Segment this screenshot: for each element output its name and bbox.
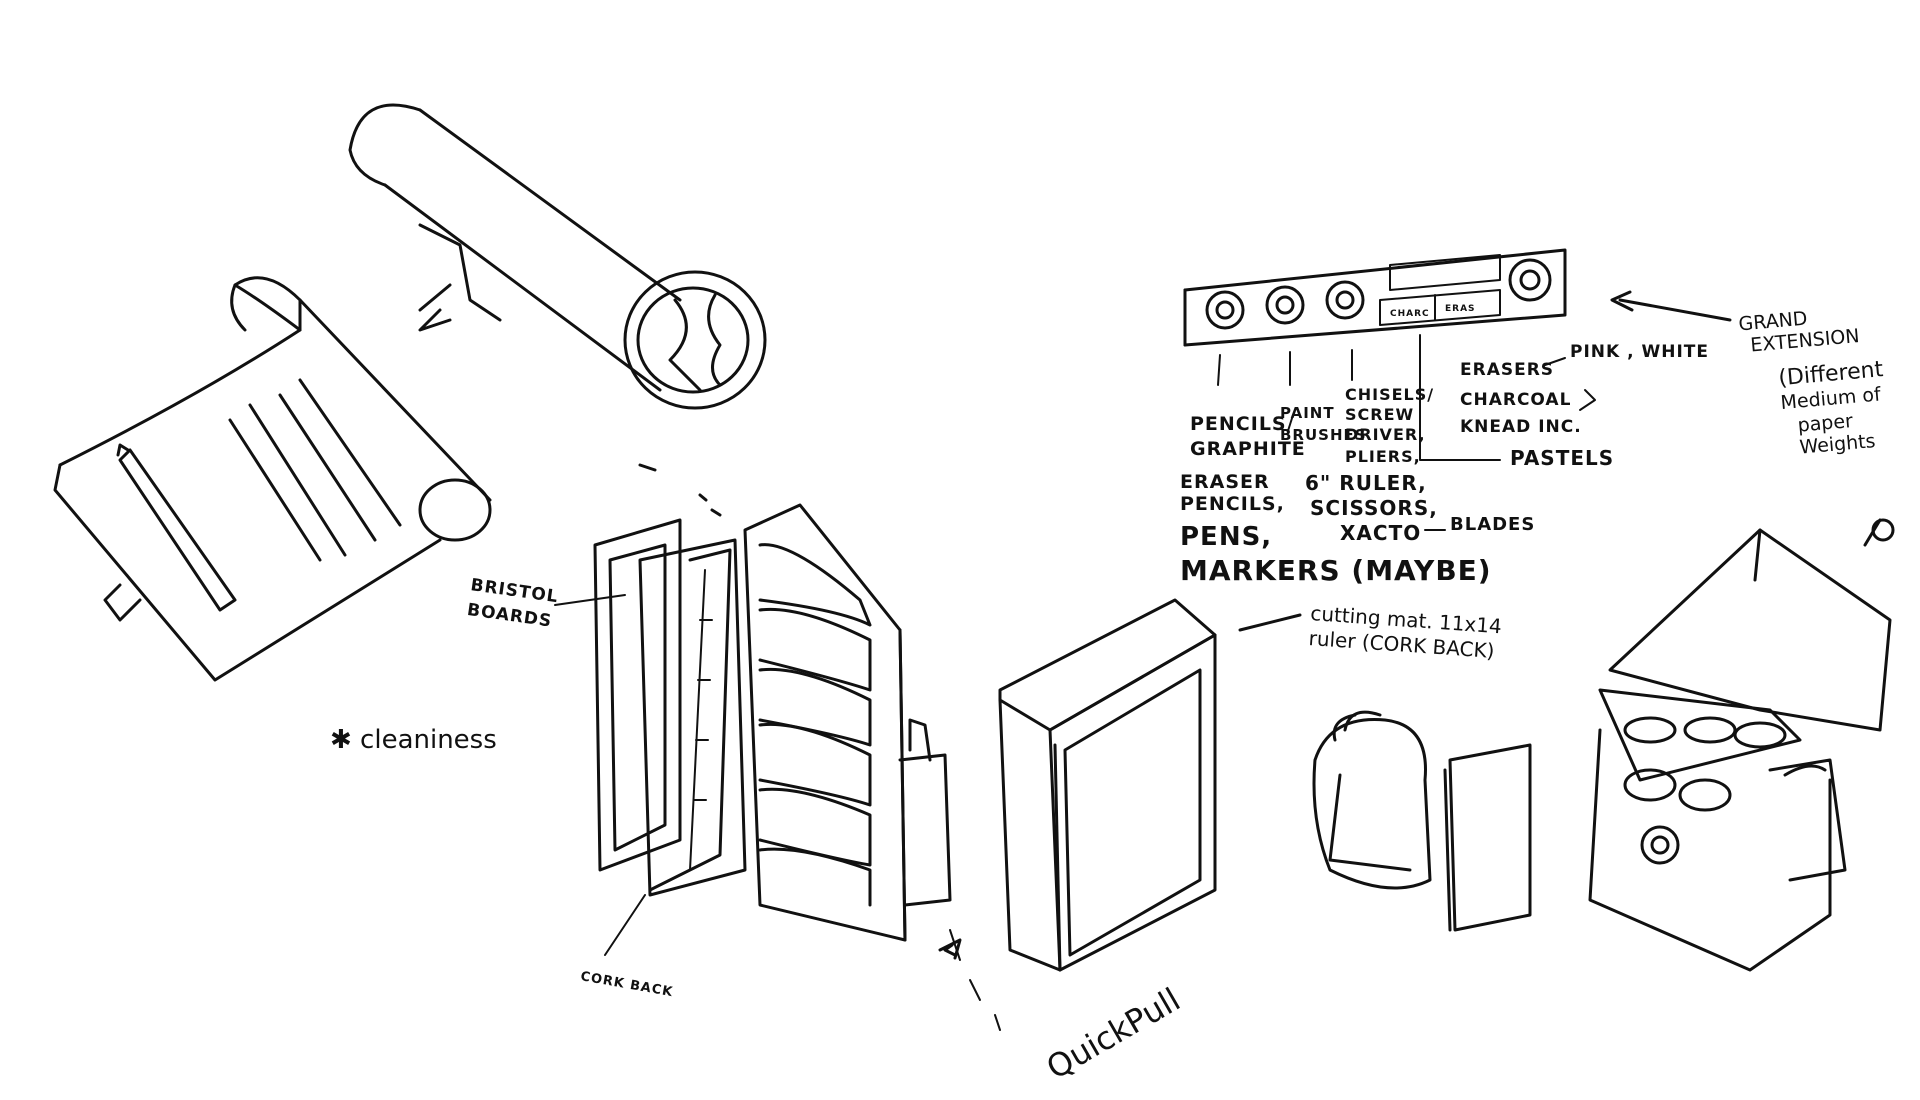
tray-label-eras: ERAS <box>1445 304 1476 314</box>
unrolled-paper <box>53 276 492 682</box>
open-bag-sketch <box>1588 518 1895 972</box>
paint-brushes-label: PAINT BRUSHES <box>1280 404 1367 444</box>
quick-pull-arrow <box>938 929 1001 1031</box>
tool-tray <box>1183 248 1567 347</box>
open-case <box>593 463 952 942</box>
pastels-label: PASTELS <box>1510 446 1614 470</box>
cutting-mat-label: cutting mat. 11x14 ruler (CORK BACK) <box>1308 601 1509 664</box>
quick-pull-label: QuickPull <box>1040 980 1187 1087</box>
chisels-label: CHISELS/ SCREW DRIVER, PLIERS, 6" RULER,… <box>1305 385 1444 545</box>
cork-back-label: CORK BACK <box>579 969 674 1000</box>
paper-roll-tube <box>348 103 767 410</box>
blades-label: BLADES <box>1450 514 1535 535</box>
tray-label-charc: CHARC <box>1390 309 1430 319</box>
grand-extension-label: GRAND EXTENSION (Different Medium of pap… <box>1738 301 1897 463</box>
closed-case <box>998 598 1217 972</box>
backpack-sketch <box>1312 710 1532 932</box>
bristol-board-label: BRISTOL BOARDS <box>466 575 567 633</box>
erasers-label: ERASERS PINK , WHITE CHARCOAL KNEAD INC. <box>1460 342 1716 437</box>
pencils-label: PENCILS/ GRAPHITE ERASER PENCILS, PENS, … <box>1180 413 1492 587</box>
cleaniness-note: ✱ cleaniness <box>330 725 497 755</box>
